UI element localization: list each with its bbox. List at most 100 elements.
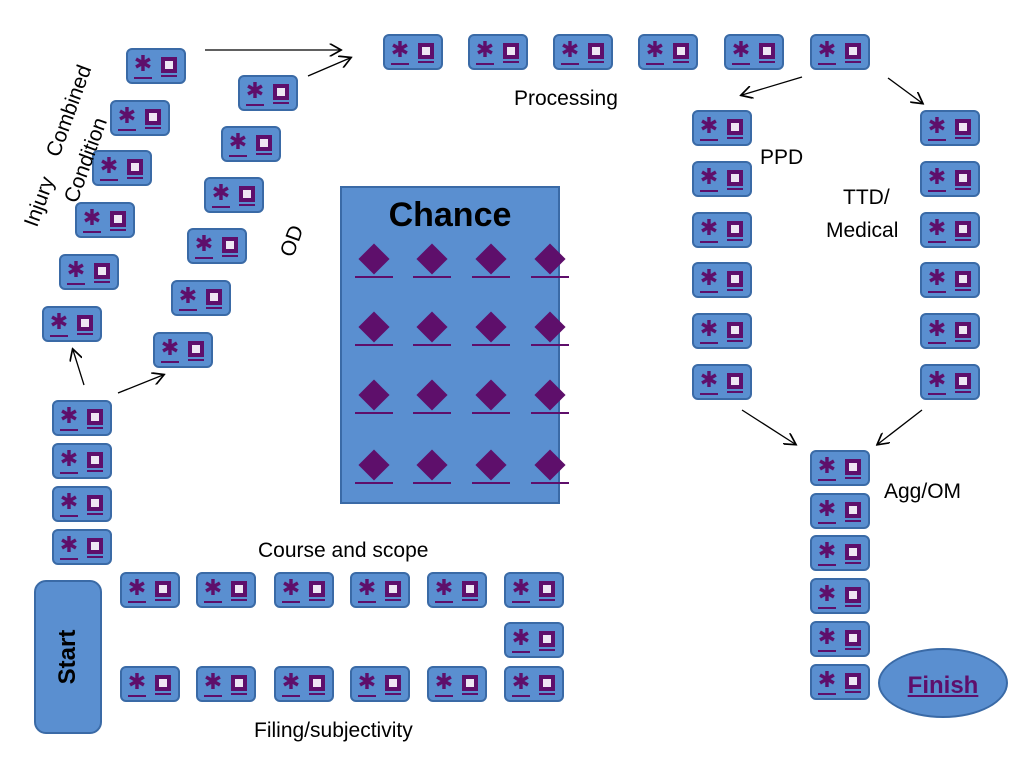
board-space[interactable]: ✱ <box>638 34 698 70</box>
chance-card-diamond-icon[interactable] <box>472 243 510 278</box>
finish-label: Finish <box>907 672 979 699</box>
asterisk-icon: ✱ <box>59 404 79 431</box>
asterisk-icon: ✱ <box>699 317 719 344</box>
board-space[interactable]: ✱ <box>920 110 980 146</box>
asterisk-icon: ✱ <box>59 533 79 560</box>
board-space[interactable]: ✱ <box>238 75 298 111</box>
square-icon <box>231 581 247 601</box>
chance-card-diamond-icon[interactable] <box>531 243 569 278</box>
chance-card-diamond-icon[interactable] <box>531 379 569 414</box>
board-space[interactable]: ✱ <box>350 572 410 608</box>
board-space[interactable]: ✱ <box>75 202 135 238</box>
start-label: Start <box>54 629 81 685</box>
asterisk-icon: ✱ <box>117 104 137 131</box>
board-space[interactable]: ✱ <box>92 150 152 186</box>
board-space[interactable]: ✱ <box>504 666 564 702</box>
board-space[interactable]: ✱ <box>692 161 752 197</box>
board-space[interactable]: ✱ <box>692 262 752 298</box>
square-icon <box>222 237 238 257</box>
board-space[interactable]: ✱ <box>810 664 870 700</box>
board-space[interactable]: ✱ <box>427 666 487 702</box>
board-space[interactable]: ✱ <box>553 34 613 70</box>
square-icon <box>385 675 401 695</box>
board-space[interactable]: ✱ <box>153 332 213 368</box>
square-icon <box>673 43 689 63</box>
board-space[interactable]: ✱ <box>52 486 112 522</box>
board-space[interactable]: ✱ <box>196 666 256 702</box>
board-space[interactable]: ✱ <box>810 535 870 571</box>
finish-space[interactable]: Finish <box>878 648 1008 718</box>
chance-card-diamond-icon[interactable] <box>355 449 393 484</box>
board-space[interactable]: ✱ <box>920 212 980 248</box>
board-space[interactable]: ✱ <box>52 400 112 436</box>
board-space[interactable]: ✱ <box>810 450 870 486</box>
board-space[interactable]: ✱ <box>692 313 752 349</box>
square-icon <box>539 581 555 601</box>
square-icon <box>161 57 177 77</box>
chance-card-diamond-icon[interactable] <box>413 379 451 414</box>
board-space[interactable]: ✱ <box>810 34 870 70</box>
board-space[interactable]: ✱ <box>810 493 870 529</box>
board-space[interactable]: ✱ <box>204 177 264 213</box>
board-space[interactable]: ✱ <box>468 34 528 70</box>
board-space[interactable]: ✱ <box>427 572 487 608</box>
asterisk-icon: ✱ <box>817 625 837 652</box>
board-space[interactable]: ✱ <box>920 313 980 349</box>
square-icon <box>256 135 272 155</box>
chance-card-diamond-icon[interactable] <box>355 243 393 278</box>
asterisk-icon: ✱ <box>699 216 719 243</box>
chance-card-diamond-icon[interactable] <box>531 449 569 484</box>
board-space[interactable]: ✱ <box>52 443 112 479</box>
board-space[interactable]: ✱ <box>196 572 256 608</box>
asterisk-icon: ✱ <box>82 206 102 233</box>
asterisk-icon: ✱ <box>281 670 301 697</box>
chance-card-diamond-icon[interactable] <box>472 379 510 414</box>
arrow-to-ppd <box>742 76 803 95</box>
chance-card-diamond-icon[interactable] <box>413 243 451 278</box>
asterisk-icon: ✱ <box>817 668 837 695</box>
asterisk-icon: ✱ <box>699 266 719 293</box>
chance-card-diamond-icon[interactable] <box>355 311 393 346</box>
board-space[interactable]: ✱ <box>920 161 980 197</box>
board-space[interactable]: ✱ <box>120 572 180 608</box>
start-space[interactable]: Start <box>34 580 102 734</box>
board-space[interactable]: ✱ <box>383 34 443 70</box>
board-space[interactable]: ✱ <box>274 572 334 608</box>
square-icon <box>845 673 861 693</box>
board-space[interactable]: ✱ <box>810 621 870 657</box>
square-icon <box>309 675 325 695</box>
board-space[interactable]: ✱ <box>920 262 980 298</box>
chance-card-diamond-icon[interactable] <box>413 449 451 484</box>
square-icon <box>955 170 971 190</box>
board-space[interactable]: ✱ <box>692 212 752 248</box>
square-icon <box>727 322 743 342</box>
square-icon <box>462 581 478 601</box>
board-space[interactable]: ✱ <box>724 34 784 70</box>
board-space[interactable]: ✱ <box>42 306 102 342</box>
board-space[interactable]: ✱ <box>221 126 281 162</box>
board-space[interactable]: ✱ <box>110 100 170 136</box>
board-space[interactable]: ✱ <box>692 364 752 400</box>
chance-card-diamond-icon[interactable] <box>413 311 451 346</box>
asterisk-icon: ✱ <box>203 576 223 603</box>
board-space[interactable]: ✱ <box>692 110 752 146</box>
board-space[interactable]: ✱ <box>59 254 119 290</box>
board-space[interactable]: ✱ <box>187 228 247 264</box>
board-space[interactable]: ✱ <box>504 622 564 658</box>
chance-card-diamond-icon[interactable] <box>472 449 510 484</box>
board-space[interactable]: ✱ <box>171 280 231 316</box>
square-icon <box>309 581 325 601</box>
board-space[interactable]: ✱ <box>274 666 334 702</box>
board-space[interactable]: ✱ <box>52 529 112 565</box>
board-space[interactable]: ✱ <box>126 48 186 84</box>
board-space[interactable]: ✱ <box>504 572 564 608</box>
board-space[interactable]: ✱ <box>120 666 180 702</box>
board-space[interactable]: ✱ <box>920 364 980 400</box>
chance-card-diamond-icon[interactable] <box>472 311 510 346</box>
board-space[interactable]: ✱ <box>810 578 870 614</box>
square-icon <box>727 170 743 190</box>
chance-card-diamond-icon[interactable] <box>355 379 393 414</box>
square-icon <box>727 271 743 291</box>
chance-card-diamond-icon[interactable] <box>531 311 569 346</box>
board-space[interactable]: ✱ <box>350 666 410 702</box>
